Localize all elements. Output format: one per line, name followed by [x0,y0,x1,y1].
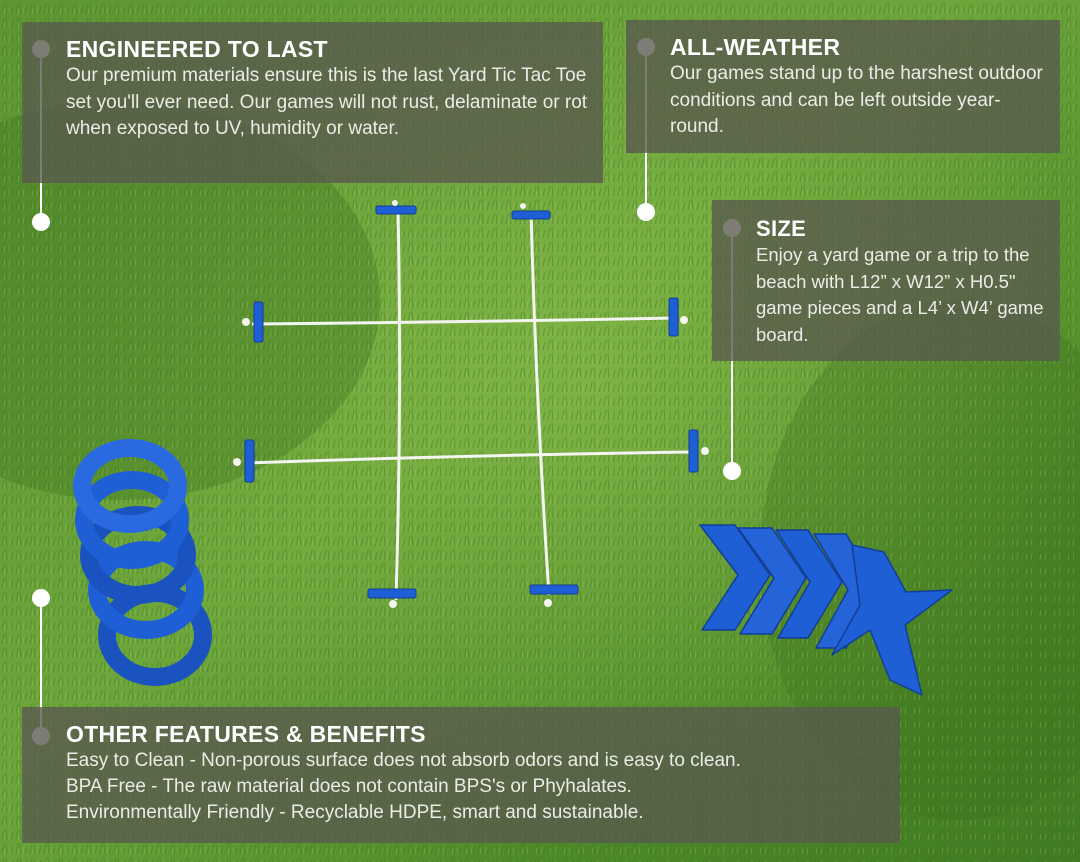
all-weather-title: ALL-WEATHER [670,34,841,60]
engineered-to-last-title: ENGINEERED TO LAST [66,36,328,62]
all-weather-panel: ALL-WEATHER Our games stand up to the ha… [626,20,1060,153]
size-panel: SIZE Enjoy a yard game or a trip to the … [712,200,1060,361]
x-game-pieces [699,524,953,696]
board-rope [529,211,551,596]
engineered-to-last-text: Our premium materials ensure this is the… [66,65,588,139]
game-board [245,209,693,601]
all-weather-text: Our games stand up to the harshest outdo… [670,63,1043,137]
connector-dot [637,203,655,221]
other-features-panel: OTHER FEATURES & BENEFITS Easy to Clean … [22,707,900,843]
board-stakes [244,205,699,599]
o-game-pieces [73,439,212,686]
size-text: Enjoy a yard game or a trip to the beach… [756,244,1044,345]
size-title: SIZE [756,216,807,241]
feature-easy-to-clean: Easy to Clean - Non-porous surface does … [66,750,741,771]
board-rope [394,209,402,601]
connector-dot [32,213,50,231]
connector-line [40,598,42,736]
feature-bpa-free: BPA Free - The raw material does not con… [66,776,632,797]
connector-dot [32,589,50,607]
other-features-title: OTHER FEATURES & BENEFITS [66,721,426,747]
board-rope [245,450,693,465]
connector-dot [723,462,741,480]
board-rope [251,316,677,326]
feature-environmentally-friendly: Environmentally Friendly - Recyclable HD… [66,802,644,823]
engineered-to-last-panel: ENGINEERED TO LAST Our premium materials… [22,22,603,183]
